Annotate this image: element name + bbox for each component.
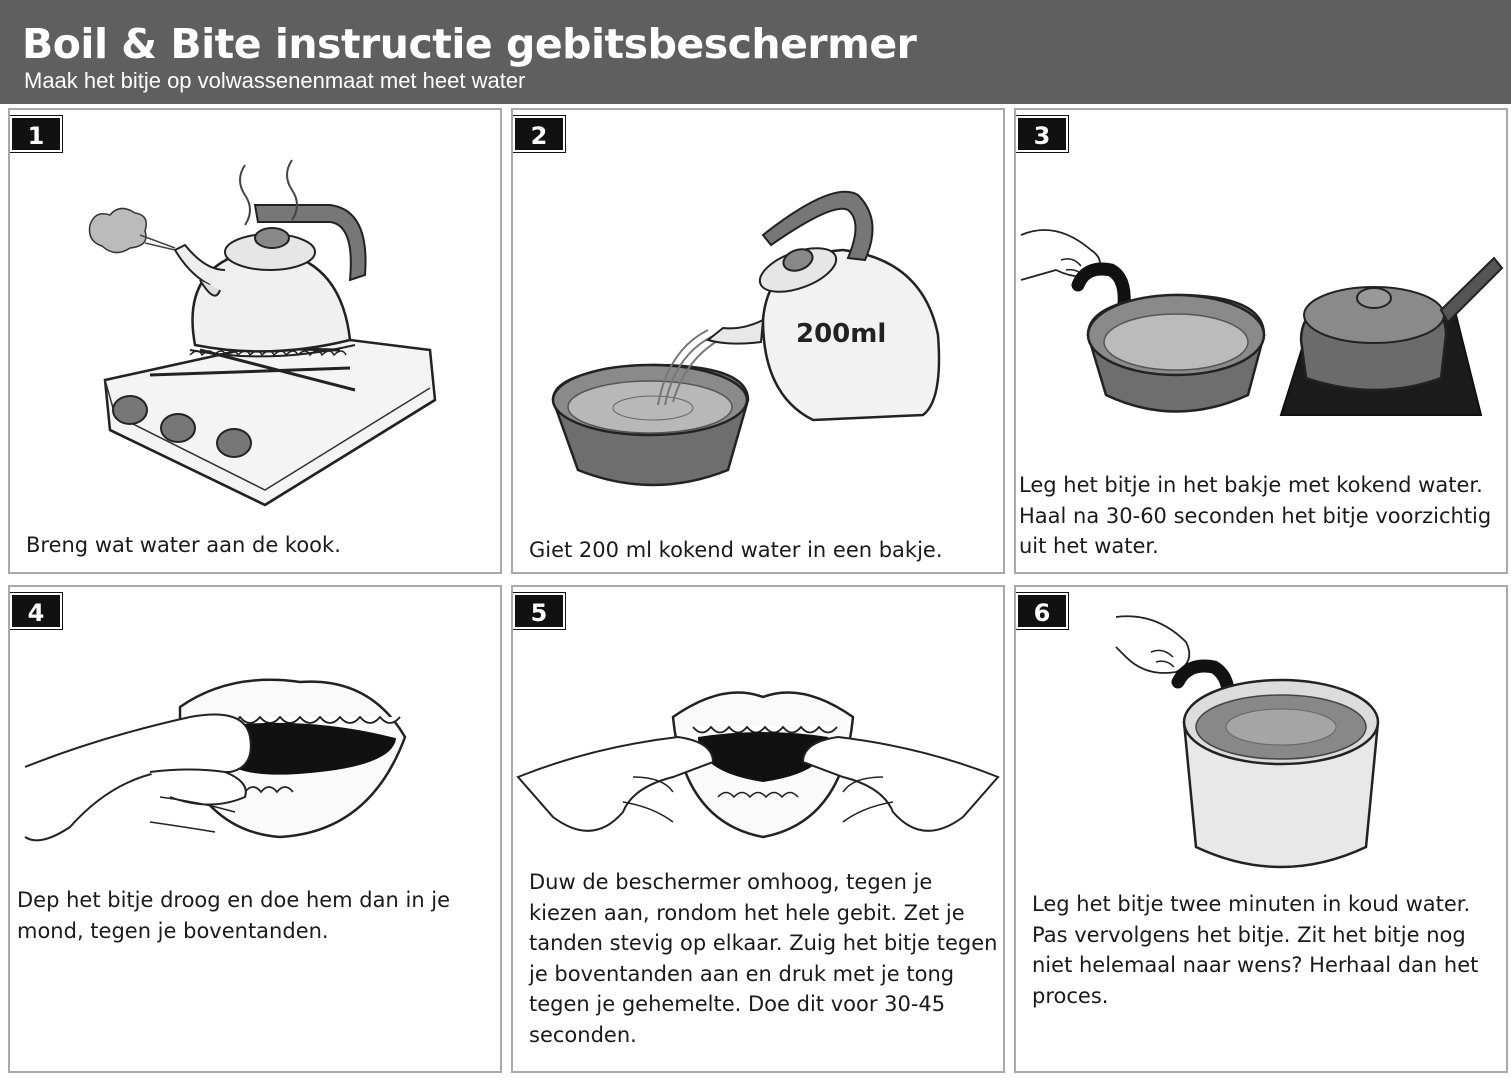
step-number-badge: 2 [513, 115, 566, 153]
header-banner: Boil & Bite instructie gebitsbeschermer … [0, 0, 1511, 104]
bowl-and-pan-illustration [1020, 229, 1504, 416]
step-number-badge: 5 [513, 592, 566, 630]
step-panel-6: 6 Leg het bitje twee minuten in koud wat… [1014, 585, 1508, 1073]
step-instruction-text: Duw de beschermer omhoog, tegen je kieze… [529, 870, 998, 1047]
step-instruction-text: Dep het bitje droog en doe hem dan in je… [17, 888, 451, 943]
fitting-mouthguard-illustration [516, 691, 1000, 839]
pouring-kettle-illustration: 200ml [551, 190, 941, 487]
kettle-volume-label: 200ml [796, 319, 886, 349]
page-subtitle: Maak het bitje op volwassenenmaat met he… [24, 68, 526, 93]
step-panel-1: 1 Breng wat water aan de kook. [8, 108, 502, 574]
step-number-badge: 1 [10, 115, 63, 153]
step-number-badge: 4 [10, 592, 63, 630]
kettle-on-stove-illustration [88, 159, 437, 507]
step-instruction-text: Leg het bitje in het bakje met kokend wa… [1019, 473, 1492, 558]
cold-water-container-illustration [1115, 615, 1380, 869]
step-instruction-text: Breng wat water aan de kook. [26, 533, 341, 557]
step-instruction-text: Leg het bitje twee minuten in koud water… [1032, 892, 1479, 1008]
page-title: Boil & Bite instructie gebitsbeschermer [22, 20, 917, 68]
step-number-badge: 3 [1016, 115, 1069, 153]
step-instruction-text: Giet 200 ml kokend water in een bakje. [529, 538, 943, 562]
inserting-mouthguard-illustration [24, 678, 407, 842]
step-panel-2: 2 200ml Giet 200 ml kokend water in een … [511, 108, 1005, 574]
step-panel-3: 3 Leg het bitje in het bakje met kokend … [1014, 108, 1508, 574]
step-panel-4: 4 Dep het bitje droog en doe hem dan in … [8, 585, 502, 1073]
step-panel-5: 5 Duw de beschermer omhoog, tegen je kie… [511, 585, 1005, 1073]
step-number-badge: 6 [1016, 592, 1069, 630]
